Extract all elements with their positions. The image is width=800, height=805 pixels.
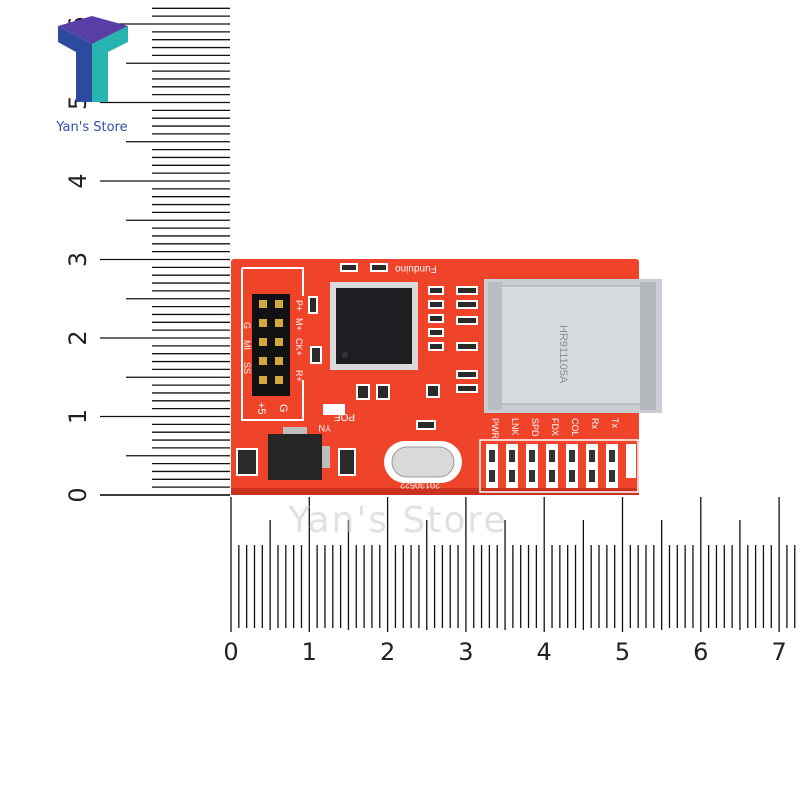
horizontal-ruler-label: 7 xyxy=(771,638,786,666)
vertical-ruler-label: 3 xyxy=(64,252,92,267)
horizontal-ruler-label: 1 xyxy=(302,638,317,666)
horizontal-ruler-label: 6 xyxy=(693,638,708,666)
pin-header xyxy=(252,294,290,396)
led xyxy=(586,444,598,488)
horizontal-ruler xyxy=(230,497,796,632)
horizontal-ruler-labels: 0 1 2 3 4 5 6 7 xyxy=(223,638,786,666)
smd-part xyxy=(456,370,478,379)
led-label: Rx xyxy=(590,418,600,429)
header-label-mi: MI xyxy=(242,340,252,350)
poe-label: POE xyxy=(334,411,355,422)
rj45-jack: HR911105A xyxy=(484,279,662,413)
horizontal-ruler-label: 4 xyxy=(537,638,552,666)
smd-part xyxy=(426,384,440,398)
smd-part xyxy=(416,420,436,430)
smd-part xyxy=(356,384,370,400)
smd-part xyxy=(428,300,444,309)
header-pin xyxy=(259,338,267,346)
header-pin xyxy=(259,300,267,308)
smd-part xyxy=(456,300,478,309)
led-label: Tx xyxy=(610,418,620,428)
extra-resistor xyxy=(626,444,636,478)
vertical-ruler-label: 0 xyxy=(64,487,92,502)
led-area-outline xyxy=(479,439,639,493)
smd-part xyxy=(338,448,356,476)
store-logo: Yan's Store xyxy=(55,16,128,135)
header-label-g2: G xyxy=(277,404,289,413)
led xyxy=(546,444,558,488)
status-leds: PWR LNK SPD FDX COL Rx Tx xyxy=(486,418,636,488)
yn-label: YN xyxy=(318,423,331,433)
header-outline xyxy=(241,267,304,421)
led xyxy=(486,444,498,488)
horizontal-ruler-label: 5 xyxy=(615,638,630,666)
smd-part xyxy=(456,286,478,295)
logo-mark-right xyxy=(92,26,128,102)
led xyxy=(526,444,538,488)
header-label-g1: G xyxy=(242,322,252,329)
led-label: COL xyxy=(570,418,580,437)
vertical-ruler-label: 1 xyxy=(64,409,92,424)
jack-text: HR911105A xyxy=(557,325,569,384)
header-label-p: P+ xyxy=(294,300,304,311)
header-pin xyxy=(259,319,267,327)
led xyxy=(566,444,578,488)
header-label-5v: +5 xyxy=(255,402,267,415)
smd-part xyxy=(456,342,478,351)
logo-text: Yan's Store xyxy=(55,120,127,135)
smd-part xyxy=(428,286,444,295)
header-pin xyxy=(259,357,267,365)
smd-part xyxy=(456,316,478,325)
smd-part xyxy=(370,263,388,272)
horizontal-ruler-label: 3 xyxy=(458,638,473,666)
smd-part xyxy=(308,296,318,314)
vertical-ruler xyxy=(100,7,230,496)
logo-mark-top xyxy=(58,16,128,44)
smd-part xyxy=(310,346,322,364)
smd-part xyxy=(428,342,444,351)
horizontal-ruler-label: 2 xyxy=(380,638,395,666)
ethernet-module-board: P+ M+ CK+ R+ G MI SS +5 G Funduino 20130… xyxy=(231,259,662,495)
vertical-ruler-label: 4 xyxy=(64,173,92,188)
crystal-oscillator xyxy=(384,441,462,483)
header-pin xyxy=(275,376,283,384)
smd-part xyxy=(236,448,258,476)
smd-part xyxy=(376,384,390,400)
main-chip xyxy=(330,282,418,370)
chip-dot xyxy=(342,352,348,358)
vertical-ruler-label: 2 xyxy=(64,330,92,345)
led-label: PWR xyxy=(490,418,500,439)
header-label-ck: CK+ xyxy=(294,338,304,356)
pcb-shadow-edge xyxy=(231,488,639,495)
led-label: FDX xyxy=(550,418,560,436)
smd-part xyxy=(428,328,444,337)
led xyxy=(606,444,618,488)
smd-components xyxy=(236,263,478,476)
voltage-regulator xyxy=(268,427,330,480)
header-label-r: R+ xyxy=(294,370,304,382)
smd-part xyxy=(456,384,478,393)
smd-part xyxy=(340,263,358,272)
smd-part xyxy=(428,314,444,323)
horizontal-ruler-label: 0 xyxy=(223,638,238,666)
date-code: 20130522 xyxy=(400,480,440,490)
logo-mark-left xyxy=(58,26,92,102)
led-label: SPD xyxy=(530,418,540,437)
header-pin xyxy=(275,357,283,365)
header-pin xyxy=(275,300,283,308)
header-pin xyxy=(275,338,283,346)
chip-body xyxy=(336,288,412,364)
poe-pad xyxy=(323,404,345,415)
led xyxy=(506,444,518,488)
watermark: Yan's Store xyxy=(287,500,507,541)
header-pins xyxy=(259,300,283,384)
header-pin xyxy=(259,376,267,384)
header-label-m: M+ xyxy=(294,318,304,331)
board-brand: Funduino xyxy=(395,263,437,274)
header-label-ss: SS xyxy=(242,362,252,374)
led-label: LNK xyxy=(510,418,520,436)
header-pin xyxy=(275,319,283,327)
